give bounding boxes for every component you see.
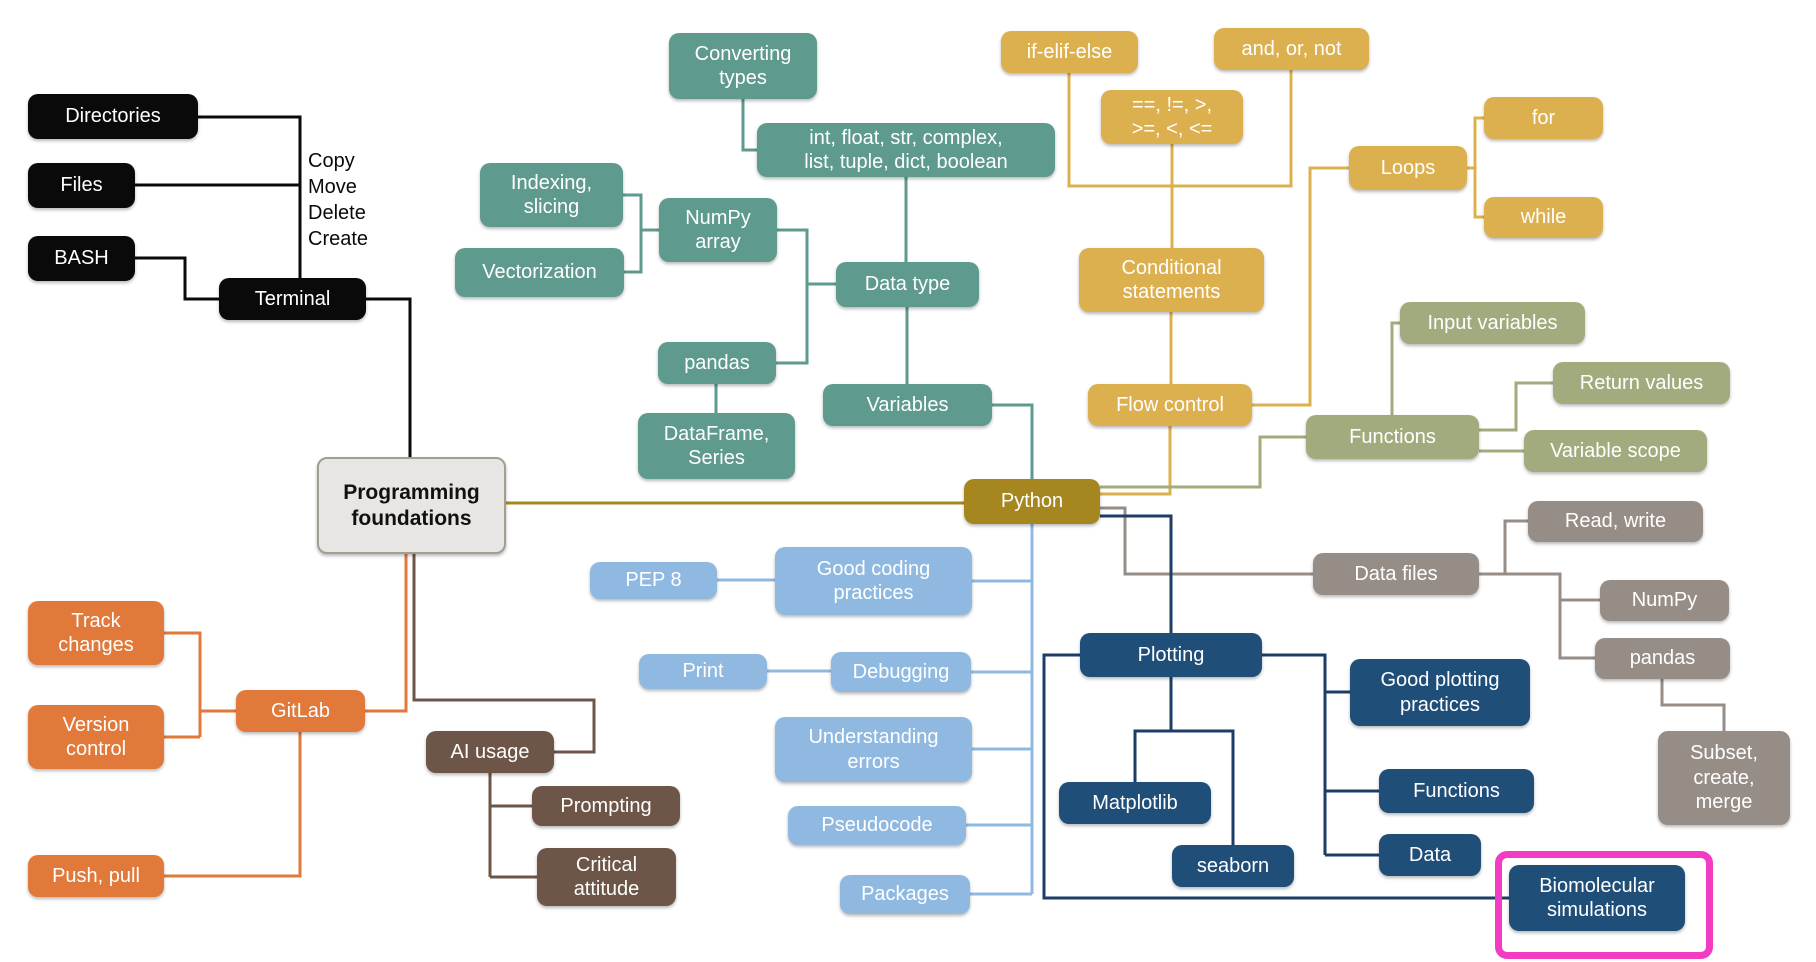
node-subset-create-merge[interactable]: Subset, create, merge [1658, 731, 1790, 825]
node-functions-navy[interactable]: Functions [1379, 769, 1534, 813]
node-debugging[interactable]: Debugging [831, 652, 971, 692]
edge-functions-inputvars [1390, 321, 1400, 415]
node-if-elif-else[interactable]: if-elif-else [1001, 31, 1138, 73]
node-biomolecular-simulations[interactable]: Biomolecular simulations [1509, 865, 1685, 931]
edge-indexing-numpyarray [623, 193, 659, 232]
edge-datafiles-python [1100, 506, 1313, 576]
edge-pandas-datatype [776, 284, 809, 365]
node-variable-scope[interactable]: Variable scope [1524, 430, 1707, 472]
edge-datafiles-numpy [1479, 572, 1600, 602]
node-for[interactable]: for [1484, 97, 1603, 139]
node-directories[interactable]: Directories [28, 94, 198, 139]
edge-bash-terminal [135, 256, 219, 301]
node-pseudocode[interactable]: Pseudocode [788, 806, 966, 845]
edge-flowcontrol-python [1100, 426, 1172, 496]
node-good-coding-practices[interactable]: Good coding practices [775, 547, 972, 615]
edge-plotting-right-trunk [1262, 653, 1327, 855]
edge-numpyarray-datatype [777, 228, 836, 286]
edge-python-plotting [1100, 514, 1173, 633]
node-programming-foundations[interactable]: Programming foundations [317, 457, 506, 554]
node-conditional-statements[interactable]: Conditional statements [1079, 248, 1264, 312]
node-indexing-slicing[interactable]: Indexing, slicing [480, 163, 623, 227]
edge-loops-for [1467, 116, 1484, 170]
edge-directories-terminal [198, 115, 302, 278]
node-terminal[interactable]: Terminal [219, 278, 366, 320]
edge-datafiles-pandas [1558, 600, 1595, 660]
node-gitlab[interactable]: GitLab [236, 690, 365, 732]
node-track-changes[interactable]: Track changes [28, 601, 164, 665]
edge-converting-types [741, 99, 757, 152]
node-matplotlib[interactable]: Matplotlib [1059, 782, 1211, 824]
node-flow-control[interactable]: Flow control [1088, 384, 1252, 426]
edge-terminal-foundations [366, 297, 412, 457]
node-dataframe-series[interactable]: DataFrame, Series [638, 413, 795, 479]
edge-functions-returnvalues [1479, 381, 1553, 432]
node-packages[interactable]: Packages [840, 875, 970, 914]
node-python-types[interactable]: int, float, str, complex, list, tuple, d… [757, 123, 1055, 177]
node-seaborn[interactable]: seaborn [1172, 845, 1294, 887]
node-ai-usage[interactable]: AI usage [426, 731, 554, 773]
node-push-pull[interactable]: Push, pull [28, 855, 164, 897]
node-good-plotting-practices[interactable]: Good plotting practices [1350, 659, 1530, 726]
node-python[interactable]: Python [964, 479, 1100, 524]
node-functions-olive[interactable]: Functions [1306, 415, 1479, 459]
node-numpy-taupe[interactable]: NumPy [1600, 580, 1729, 621]
node-vectorization[interactable]: Vectorization [455, 248, 624, 297]
node-version-control[interactable]: Version control [28, 705, 164, 769]
edge-datafiles-readwrite [1479, 519, 1528, 576]
highlight-box-biomolecular [1495, 851, 1713, 959]
node-and-or-not[interactable]: and, or, not [1214, 28, 1369, 70]
node-data[interactable]: Data [1379, 834, 1481, 876]
node-return-values[interactable]: Return values [1553, 362, 1730, 404]
edge-pushpull-gitlab [164, 732, 302, 878]
node-numpy-array[interactable]: NumPy array [659, 198, 777, 262]
edge-variables-python [992, 403, 1034, 479]
edge-pandas-subset [1660, 679, 1726, 731]
node-critical-attitude[interactable]: Critical attitude [537, 848, 676, 906]
edge-functions-python [1100, 435, 1306, 489]
terminal-operations-label: Copy Move Delete Create [308, 150, 369, 250]
edge-gitlab-foundations [365, 554, 408, 713]
node-understanding-errors[interactable]: Understanding errors [775, 717, 972, 782]
edge-loops-while [1473, 168, 1484, 219]
edge-foundations-aiusage [412, 554, 596, 754]
node-data-files[interactable]: Data files [1313, 553, 1479, 595]
node-files[interactable]: Files [28, 163, 135, 208]
edge-vectorization-numpyarray [624, 230, 643, 274]
node-converting-types[interactable]: Converting types [669, 33, 817, 99]
node-pep8[interactable]: PEP 8 [590, 562, 717, 599]
node-print[interactable]: Print [639, 654, 767, 689]
node-plotting[interactable]: Plotting [1080, 633, 1262, 677]
node-variables[interactable]: Variables [823, 384, 992, 426]
node-input-variables[interactable]: Input variables [1400, 302, 1585, 344]
node-prompting[interactable]: Prompting [532, 786, 680, 826]
edge-trunk-matplotlib [1133, 729, 1171, 782]
node-pandas-taupe[interactable]: pandas [1595, 638, 1730, 679]
edge-trackchanges-versioncontrol-gitlab [164, 631, 236, 739]
node-while[interactable]: while [1484, 197, 1603, 238]
node-loops[interactable]: Loops [1349, 146, 1467, 190]
node-data-type[interactable]: Data type [836, 262, 979, 307]
node-comparison-operators[interactable]: ==, !=, >, >=, <, <= [1101, 90, 1243, 144]
node-pandas[interactable]: pandas [658, 342, 776, 384]
edge-flowcontrol-loops [1252, 166, 1349, 407]
node-read-write[interactable]: Read, write [1528, 501, 1703, 542]
node-bash[interactable]: BASH [28, 236, 135, 281]
